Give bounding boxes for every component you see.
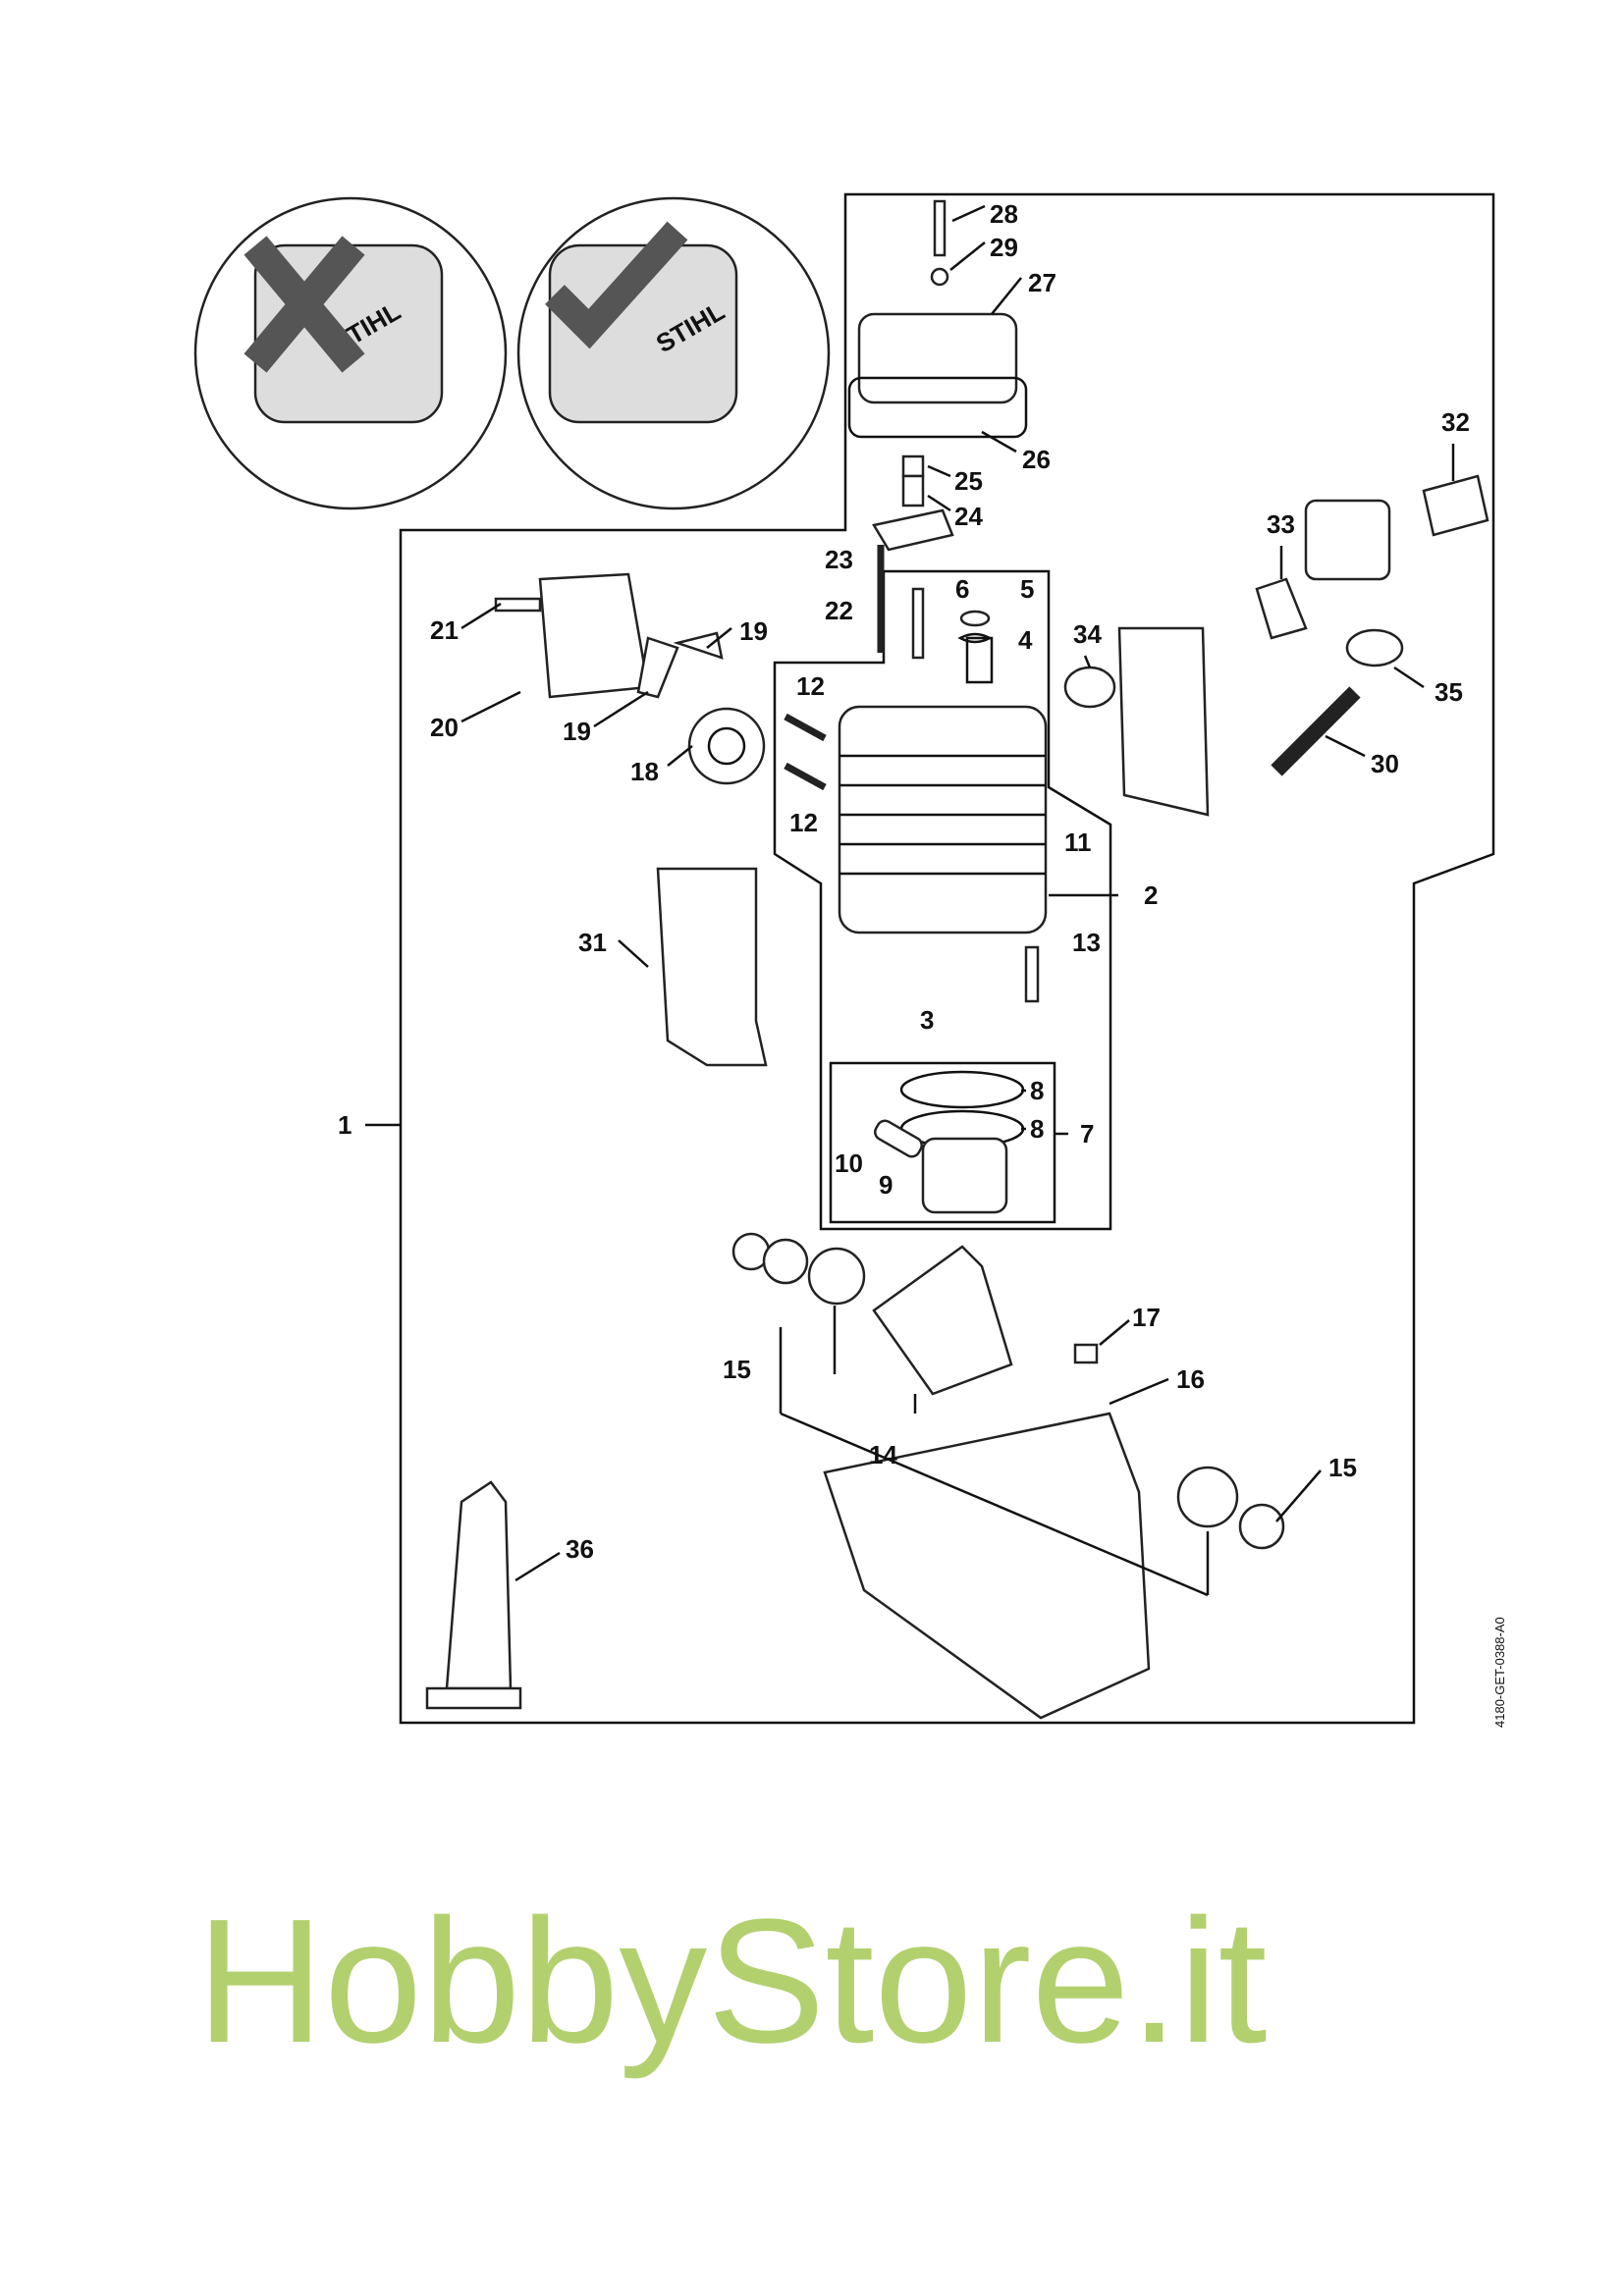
callout-12b: 12 bbox=[789, 808, 818, 837]
callout-4: 4 bbox=[1018, 625, 1033, 655]
callout-25: 25 bbox=[954, 466, 983, 496]
callout-23: 23 bbox=[825, 545, 853, 574]
callout-33: 33 bbox=[1267, 509, 1295, 539]
callout-29: 29 bbox=[990, 233, 1018, 262]
wrong-cross-icon bbox=[244, 236, 365, 373]
callout-19b: 19 bbox=[563, 717, 591, 746]
callout-36: 36 bbox=[566, 1534, 594, 1564]
watermark: HobbyStore.it bbox=[196, 1883, 1268, 2080]
inset-wrong-engine: STIHL bbox=[193, 196, 508, 510]
callout-10: 10 bbox=[835, 1148, 863, 1178]
callout-16: 16 bbox=[1176, 1364, 1205, 1394]
callout-5: 5 bbox=[1020, 574, 1034, 604]
callout-30: 30 bbox=[1371, 749, 1399, 778]
callout-11: 11 bbox=[1064, 828, 1092, 857]
callout-22: 22 bbox=[825, 596, 853, 625]
callout-9: 9 bbox=[879, 1170, 893, 1200]
callout-15a: 15 bbox=[723, 1355, 751, 1384]
callout-17: 17 bbox=[1132, 1303, 1161, 1332]
correct-check-icon bbox=[545, 221, 688, 349]
cylinder-frame bbox=[773, 569, 1112, 1231]
document-code: 4180-GET-0388-A0 bbox=[1492, 1617, 1507, 1728]
piston-frame bbox=[829, 1061, 1056, 1224]
callout-28: 28 bbox=[990, 199, 1018, 229]
callout-7: 7 bbox=[1080, 1119, 1094, 1148]
callout-24: 24 bbox=[954, 502, 983, 531]
callout-15b: 15 bbox=[1328, 1453, 1357, 1482]
callout-6: 6 bbox=[955, 574, 969, 604]
callout-labels: 1 2 3 4 5 6 7 8 8 9 10 11 12 12 13 14 15… bbox=[338, 199, 1470, 1564]
callout-26: 26 bbox=[1022, 445, 1051, 474]
callout-34: 34 bbox=[1073, 619, 1102, 649]
callout-21: 21 bbox=[430, 615, 459, 645]
leader-lines bbox=[365, 204, 1455, 1597]
callout-13: 13 bbox=[1072, 928, 1101, 957]
callout-14: 14 bbox=[869, 1440, 897, 1469]
callout-18: 18 bbox=[630, 757, 659, 786]
callout-35: 35 bbox=[1435, 677, 1463, 707]
callout-20: 20 bbox=[430, 713, 459, 742]
assembly-frame bbox=[399, 192, 1495, 1725]
callout-1: 1 bbox=[338, 1110, 352, 1140]
callout-2: 2 bbox=[1144, 881, 1158, 910]
callout-8b: 8 bbox=[1030, 1114, 1044, 1144]
parts bbox=[425, 199, 1489, 1720]
inset-correct-engine: STIHL bbox=[516, 196, 831, 510]
callout-27: 27 bbox=[1028, 268, 1056, 297]
callout-19a: 19 bbox=[739, 616, 768, 646]
callout-12a: 12 bbox=[796, 671, 825, 701]
callout-3: 3 bbox=[920, 1005, 934, 1035]
callout-32: 32 bbox=[1441, 407, 1470, 437]
callout-8a: 8 bbox=[1030, 1076, 1044, 1105]
callout-31: 31 bbox=[578, 928, 607, 957]
